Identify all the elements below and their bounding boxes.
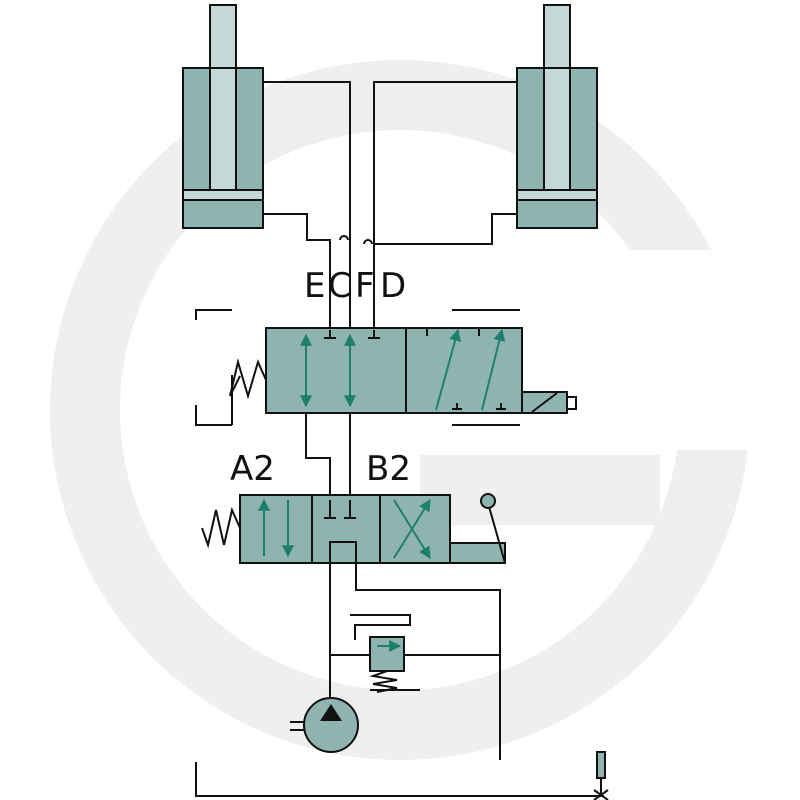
solenoid-directional-valve — [195, 309, 577, 426]
lever-knob — [480, 493, 496, 509]
port-label-d: D — [380, 266, 406, 306]
hydraulic-pump — [290, 697, 359, 753]
port-label-a2: A2 — [230, 449, 275, 489]
manual-directional-valve — [201, 493, 506, 564]
cylinder-hydraulic-lines — [263, 81, 517, 330]
pressure-relief-valve — [350, 614, 420, 693]
port-label-e: E — [304, 266, 325, 306]
port-labels-middle: A2 B2 — [230, 449, 411, 489]
lever-base — [449, 542, 506, 564]
watermark-logo — [50, 60, 750, 760]
tank-line — [195, 751, 609, 800]
port-label-b2: B2 — [366, 449, 411, 489]
port-label-f: F — [355, 266, 375, 306]
manual-valve-position-3 — [379, 494, 451, 564]
solenoid-valve-position-1 — [265, 327, 407, 414]
left-cylinder-piston — [182, 189, 264, 201]
relief-spring-icon — [369, 670, 398, 693]
solenoid-valve-position-2 — [405, 327, 523, 414]
pump-icon — [303, 697, 359, 753]
valve-connection-lines — [305, 413, 351, 495]
right-cylinder-piston — [516, 189, 598, 201]
right-hydraulic-cylinder — [516, 4, 598, 229]
manual-valve-position-1 — [239, 494, 313, 564]
tank-fitting-icon — [596, 751, 606, 779]
return-spring-icon — [229, 358, 267, 400]
centering-spring-icon — [201, 506, 241, 549]
port-labels-top: E C F D — [304, 266, 406, 306]
manual-valve-position-2 — [311, 494, 381, 564]
left-hydraulic-cylinder — [182, 4, 264, 229]
port-label-c: C — [328, 266, 352, 306]
